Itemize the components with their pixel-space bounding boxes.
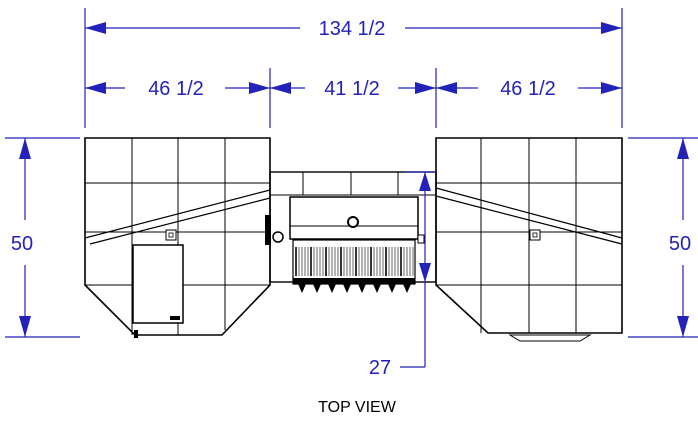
right-outlet-box	[529, 229, 541, 241]
mechanism-foot	[343, 284, 351, 293]
right-base-detail	[508, 334, 592, 342]
right-counter-edge	[435, 187, 623, 245]
mechanism-foot	[358, 284, 366, 293]
mechanism-detail	[295, 247, 414, 276]
left-depth-label: 50	[11, 233, 33, 255]
center-unit	[265, 171, 437, 293]
mechanism-foot	[328, 284, 336, 293]
left-workstation	[84, 137, 271, 338]
right-workstation	[435, 137, 623, 342]
view-caption: TOP VIEW	[318, 399, 397, 416]
left-cabinet	[132, 244, 184, 324]
mechanism-foot	[388, 284, 396, 293]
center-mechanism	[292, 239, 416, 285]
center-depth-label: 27	[369, 357, 391, 379]
overall-width-label: 134 1/2	[319, 18, 386, 40]
right-section-width-label: 46 1/2	[500, 78, 556, 100]
center-knob	[347, 216, 359, 228]
mechanism-feet	[298, 284, 411, 293]
mechanism-foot	[403, 284, 411, 293]
right-depth-label: 50	[669, 233, 691, 255]
mechanism-foot	[313, 284, 321, 293]
left-outlet-box	[165, 229, 177, 241]
right-tile-grid	[436, 138, 622, 333]
center-section-width-label: 41 1/2	[324, 78, 380, 100]
left-counter-edge	[84, 189, 271, 245]
left-section-width-label: 46 1/2	[148, 78, 204, 100]
mechanism-foot	[298, 284, 306, 293]
mechanism-foot	[373, 284, 381, 293]
left-handle	[265, 215, 271, 245]
dimension-lines	[5, 8, 698, 368]
